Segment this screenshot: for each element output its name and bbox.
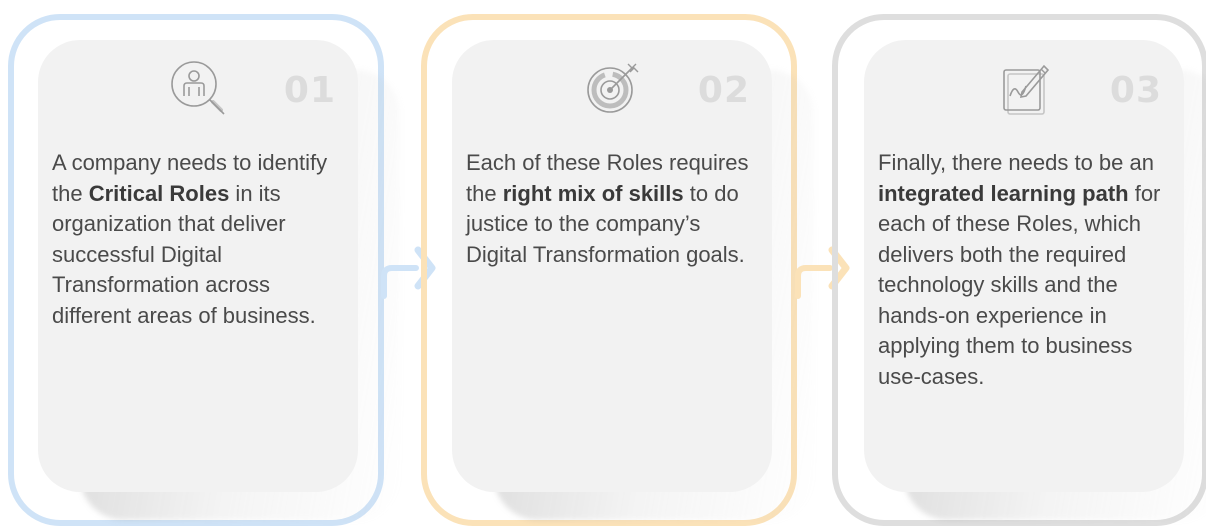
notepad-pen-icon: [1003, 64, 1050, 115]
step-2-frame: [421, 14, 797, 526]
bold-phrase: right mix of skills: [502, 180, 684, 206]
text-run: to do justice to the company’s Digital T…: [466, 180, 745, 267]
text-run: for each of these Roles, which delivers …: [878, 180, 1161, 389]
text-run: in its organization that deliver success…: [52, 180, 316, 328]
text-run: A company needs to identify the: [52, 150, 328, 206]
step-1-frame: [8, 14, 384, 526]
step-3-card: 03 Finally, there needs to be an integra…: [864, 40, 1184, 492]
step-number: 01: [283, 70, 336, 111]
step-number: 02: [697, 70, 750, 111]
step-2-card: 02 Each of these Roles requires the righ…: [452, 40, 772, 492]
step-number: 03: [1109, 70, 1162, 111]
step-3-frame: [832, 14, 1206, 526]
step-1-text: A company needs to identify the Critical…: [52, 148, 340, 331]
bold-phrase: Critical Roles: [88, 180, 230, 206]
text-run: Finally, there needs to be an: [878, 150, 1154, 175]
bold-phrase: integrated learning path: [878, 180, 1129, 206]
person-search-icon: [171, 61, 225, 115]
text-run: Each of these Roles requires the: [466, 150, 749, 206]
step-3-text: Finally, there needs to be an integrated…: [878, 148, 1166, 392]
step-1-card: 01 A company needs to identify the Criti…: [38, 40, 358, 492]
step-2-text: Each of these Roles requires the right m…: [466, 148, 754, 270]
target-icon: [587, 63, 639, 113]
